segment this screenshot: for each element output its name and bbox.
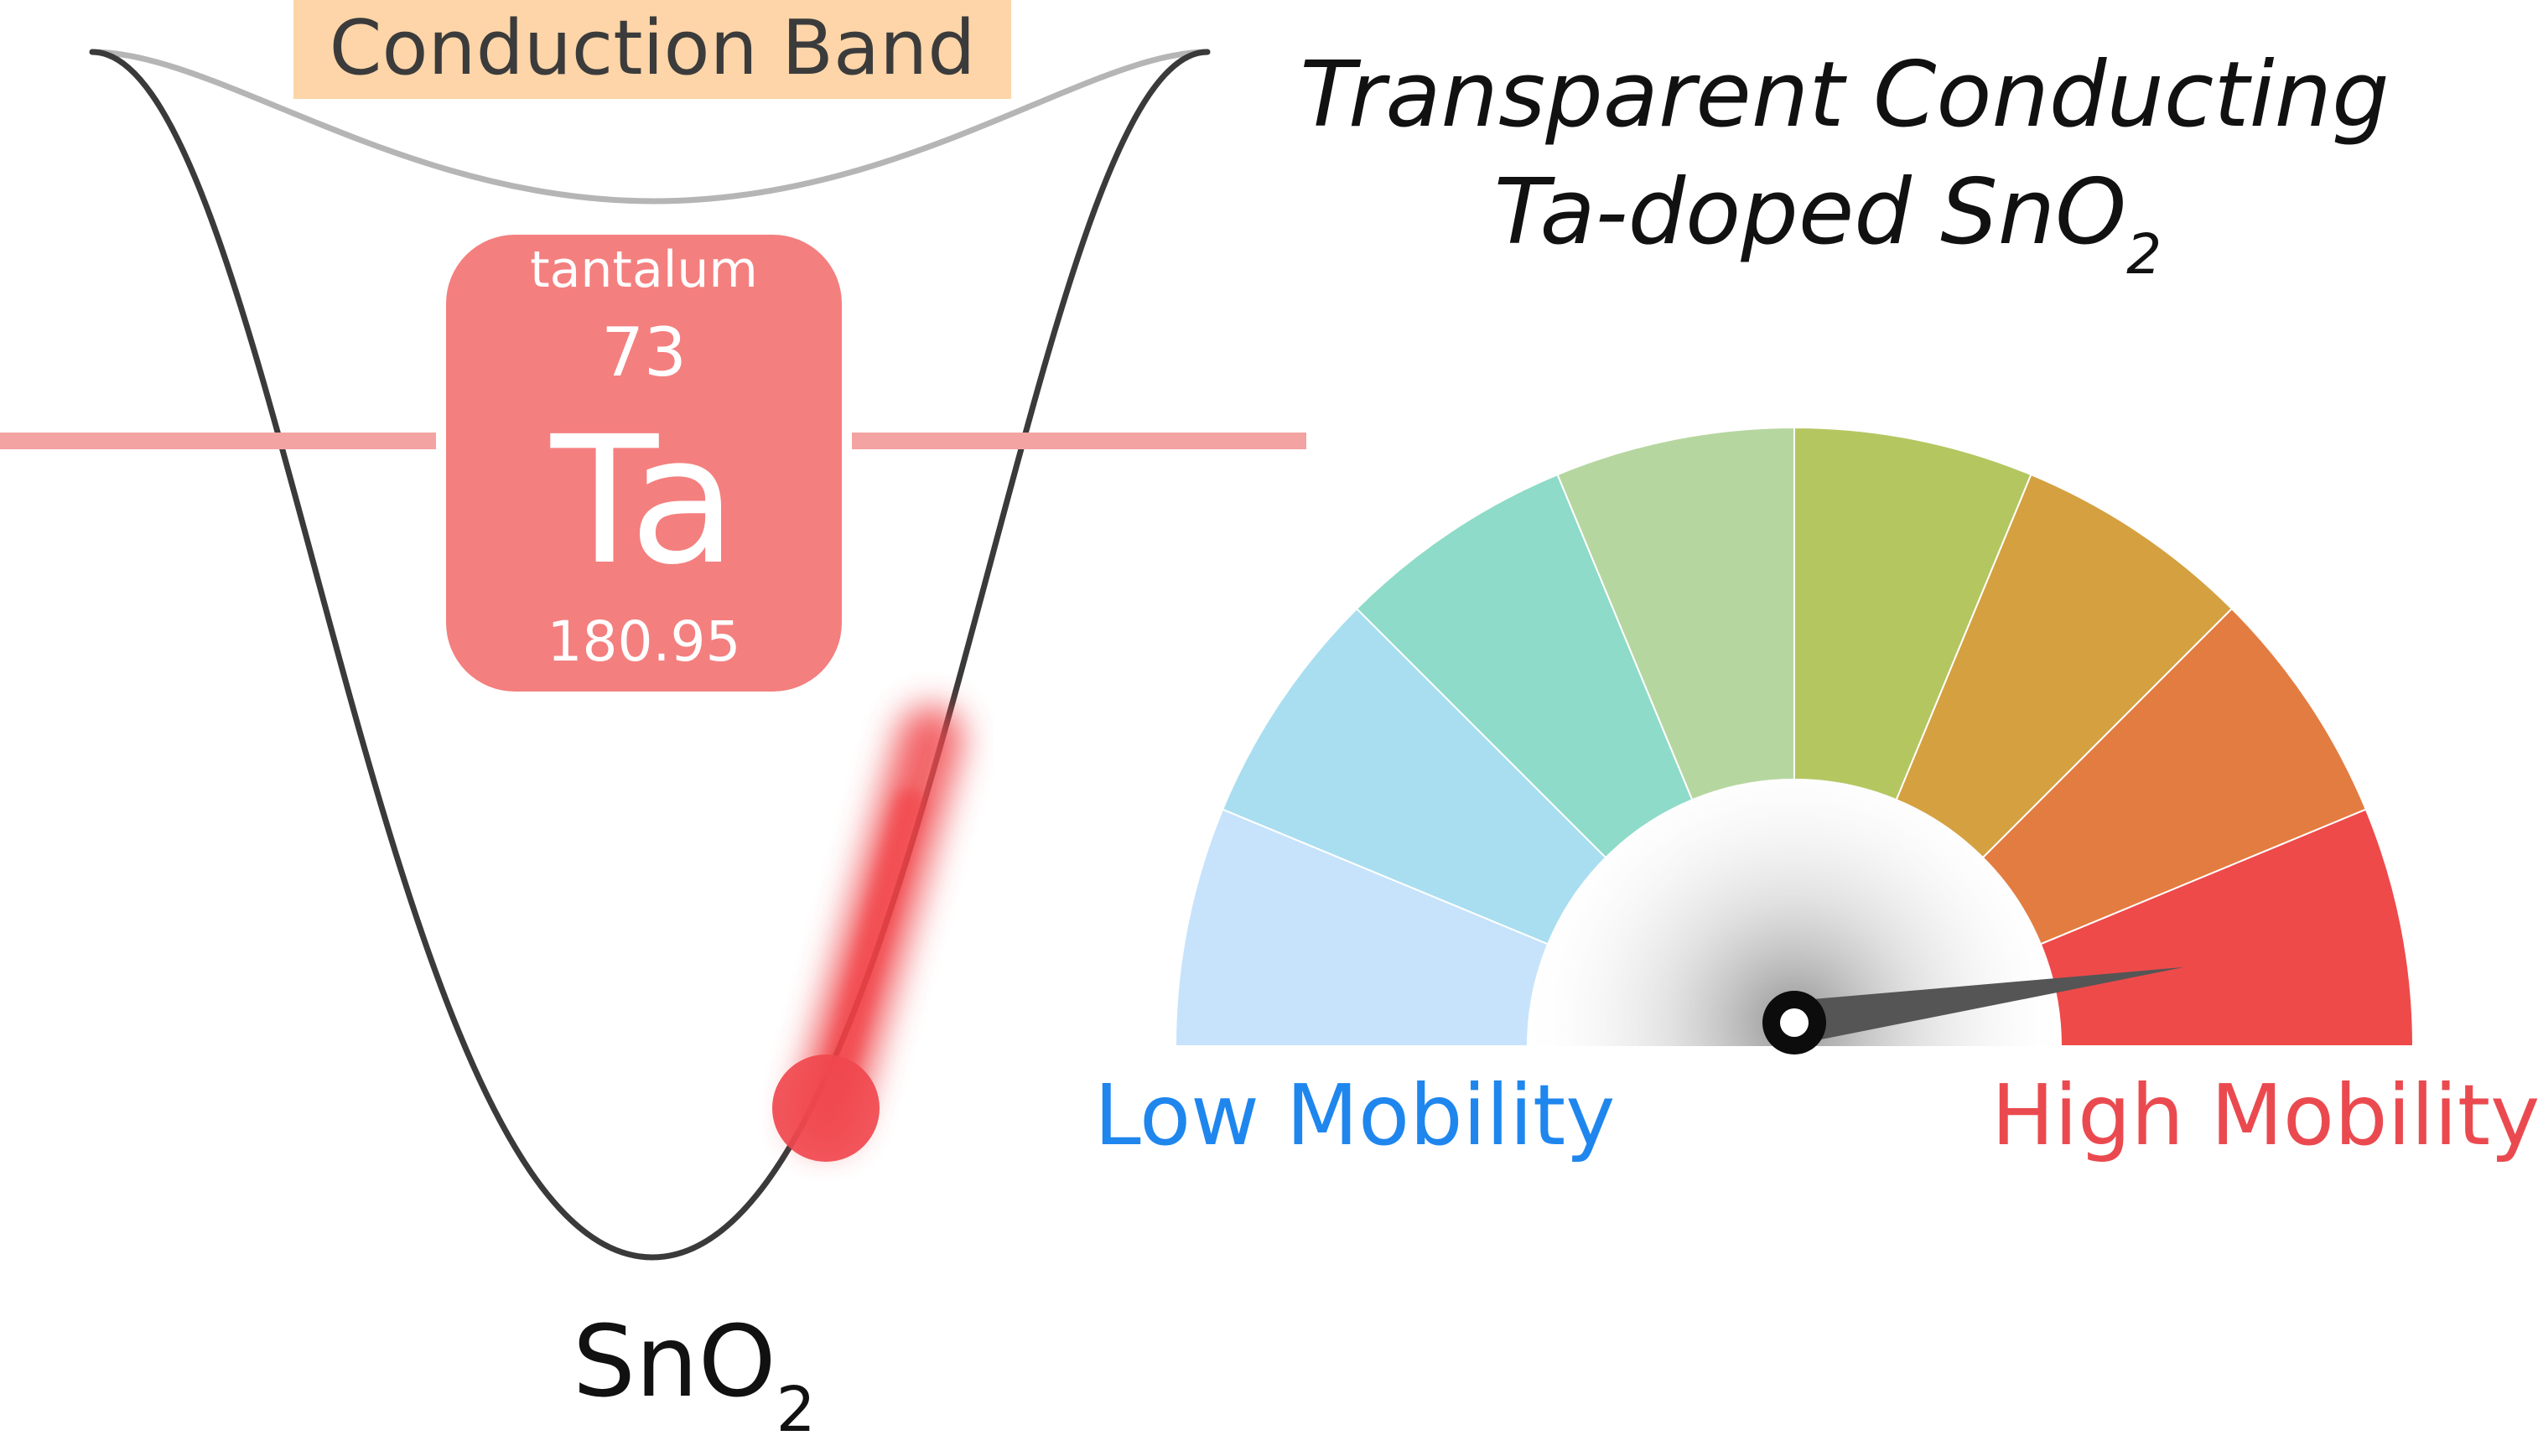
conduction-band-curve	[89, 49, 1211, 205]
host-label-prefix: SnO	[573, 1303, 776, 1419]
host-well-curve	[89, 49, 1211, 1261]
low-mobility-label: Low Mobility	[1094, 1066, 1615, 1164]
gauge-hub-shade	[1526, 778, 2063, 1046]
element-number: 73	[601, 313, 687, 391]
title-line-2-subscript: 2	[2126, 222, 2162, 287]
element-mass: 180.95	[548, 609, 741, 674]
gauge-segments	[1174, 426, 2415, 1047]
element-symbol: Ta	[550, 398, 737, 604]
mobility-gauge	[1174, 426, 2415, 1054]
title-line-2: Ta-doped SnO2	[1494, 160, 2162, 287]
high-mobility-label: High Mobility	[1991, 1066, 2538, 1164]
host-label-subscript: 2	[776, 1374, 816, 1446]
element-tile	[446, 235, 842, 692]
gauge-needle	[1791, 966, 2185, 1044]
title-line-2-prefix: Ta-doped SnO	[1494, 160, 2126, 265]
gauge-pivot-inner	[1780, 1008, 1809, 1037]
electron-glow	[772, 705, 963, 1162]
element-name: tantalum	[530, 241, 758, 299]
band-label: Conduction Band	[330, 4, 976, 92]
band-label-background	[293, 0, 1011, 99]
electron-dot	[772, 1054, 880, 1162]
host-label: SnO2	[573, 1303, 816, 1446]
title-line-1: Transparent Conducting	[1300, 43, 2389, 148]
